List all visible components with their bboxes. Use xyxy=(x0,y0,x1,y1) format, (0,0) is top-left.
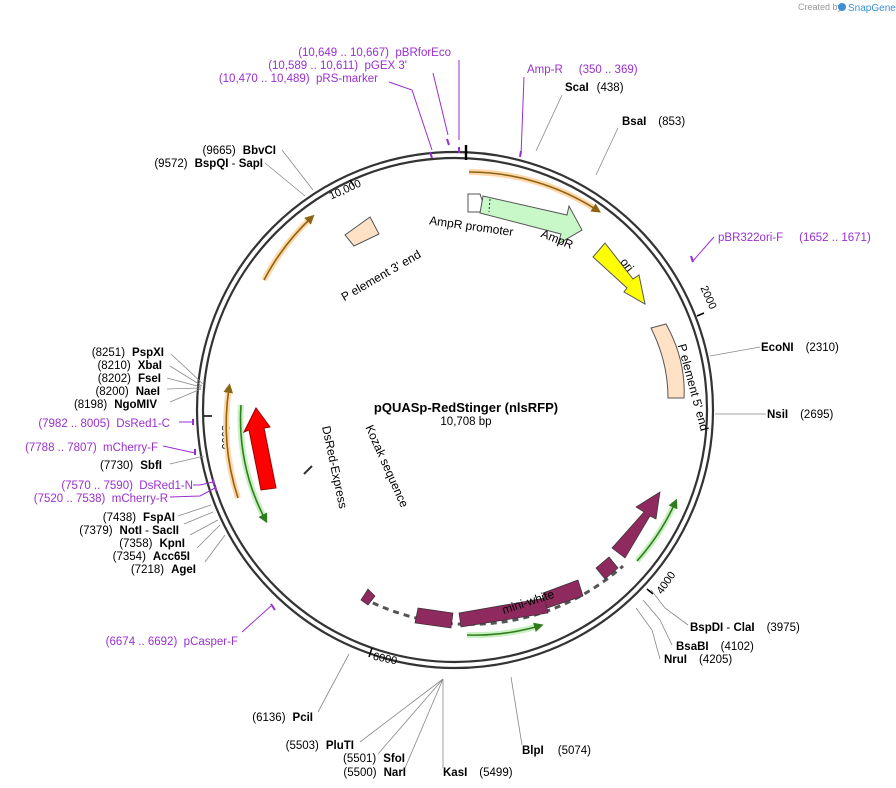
tick-6000: 6000 xyxy=(368,647,398,668)
primer-marks xyxy=(192,138,694,611)
orf-dsred-green-arrow xyxy=(239,404,268,524)
enzyme-bspqi-sapi[interactable]: (9572)BspQI - SapI xyxy=(154,158,263,170)
enzyme-kasi[interactable]: KasI(5499) xyxy=(443,767,513,779)
tick-label-10000: 10,000 xyxy=(327,178,363,203)
enzyme-scai[interactable]: ScaI(438) xyxy=(565,82,624,94)
enzyme-agei[interactable]: (7218)AgeI xyxy=(131,564,196,576)
enzyme-ngomiv[interactable]: (8198)NgoMIV xyxy=(74,399,157,411)
feature-ampr[interactable] xyxy=(479,195,583,246)
enzyme-nrui[interactable]: NruI(4205) xyxy=(664,654,732,666)
orf-white-lower-arrow xyxy=(466,622,544,636)
enzyme-nsii[interactable]: NsiI(2695) xyxy=(767,409,834,421)
enzyme-pcii[interactable]: (6136)PciI xyxy=(252,712,313,724)
feature-ori[interactable] xyxy=(592,242,646,305)
enzyme-blpi[interactable]: BlpI(5074) xyxy=(522,745,591,757)
enzyme-sfoi[interactable]: (5501)SfoI xyxy=(343,753,405,765)
orf-ampr-arrow xyxy=(468,171,602,213)
primer-pbrforeco[interactable]: (10,649 .. 10,667) pBRforEco xyxy=(298,47,451,59)
feature-label-p-element-3: P element 3' end xyxy=(339,247,423,304)
tick-label-4000: 4000 xyxy=(655,570,679,597)
backbone-inner-ring xyxy=(201,156,709,664)
primer-leader-lines xyxy=(162,60,715,633)
credit-brand: SnapGene xyxy=(848,3,896,14)
primer-pcasper-f[interactable]: (6674 .. 6692) pCasper-F xyxy=(106,636,238,648)
feature-dsred-express[interactable] xyxy=(242,407,277,491)
enzyme-econi[interactable]: EcoNI(2310) xyxy=(761,342,839,354)
primer-dsred1-c[interactable]: (7982 .. 8005) DsRed1-C xyxy=(38,418,170,430)
enzyme-bbvci[interactable]: (9665)BbvCI xyxy=(203,145,276,157)
orf-dsred-orange-highlight xyxy=(223,387,241,499)
backbone-outer-ring xyxy=(195,150,715,670)
feature-kozak-sequence xyxy=(303,465,313,475)
tick-4000: 4000 xyxy=(646,570,679,597)
primer-mcherry-f[interactable]: (7788 .. 7807) mCherry-F xyxy=(25,442,158,454)
primer-pbr322ori-f[interactable]: pBR322ori-F (1652 .. 1671) xyxy=(718,232,871,244)
primer-amp-r[interactable]: Amp-R (350 .. 369) xyxy=(527,64,638,76)
orf-dsred-orange-arrow xyxy=(223,383,239,499)
enzyme-pspxi[interactable]: (8251)PspXI xyxy=(92,347,164,359)
enzyme-nari[interactable]: (5500)NarI xyxy=(343,767,406,779)
feature-p-element-3[interactable] xyxy=(344,216,380,247)
orf-p3-highlight xyxy=(261,215,314,282)
feature-mini-white[interactable] xyxy=(360,491,661,629)
primer-prs-marker[interactable]: (10,470 .. 10,489) pRS-marker xyxy=(219,73,378,85)
plasmid-size: 10,708 bp xyxy=(440,416,491,428)
enzyme-pluti[interactable]: (5503)PluTI xyxy=(286,740,354,752)
feature-p-element-5[interactable] xyxy=(650,323,685,399)
feature-label-dsred-express: DsRed-Express xyxy=(319,425,350,510)
tick-10000: 10,000 xyxy=(327,178,363,203)
orf-p3-arrow xyxy=(263,214,315,281)
orf-white-upper-arrow xyxy=(636,498,678,562)
enzyme-bspdi-clai[interactable]: BspDI - ClaI(3975) xyxy=(690,622,800,634)
tick-label-2000: 2000 xyxy=(698,284,719,311)
tick-label-6000: 6000 xyxy=(372,651,398,668)
enzyme-kpni[interactable]: (7358)KpnI xyxy=(119,538,185,550)
enzyme-noti-sacii[interactable]: (7379)NotI - SacII xyxy=(79,525,179,537)
enzyme-fsei[interactable]: (8202)FseI xyxy=(98,373,161,385)
primer-dsred1-n[interactable]: (7570 .. 7590) DsRed1-N xyxy=(61,480,193,492)
enzyme-acc65i[interactable]: (7354)Acc65I xyxy=(113,551,190,563)
enzyme-leader-lines xyxy=(166,94,766,769)
plasmid-name: pQUASp-RedStinger (nlsRFP) xyxy=(374,400,558,415)
snapgene-logo-icon xyxy=(838,3,846,11)
enzyme-bsabi[interactable]: BsaBI(4102) xyxy=(676,641,754,653)
credit-prefix: Created by xyxy=(798,2,843,12)
feature-label-kozak: Kozak sequence xyxy=(362,423,411,510)
enzyme-bsai[interactable]: BsaI(853) xyxy=(622,116,685,128)
enzyme-naei[interactable]: (8200)NaeI xyxy=(95,386,160,398)
primer-pgex3[interactable]: (10,589 .. 10,611) pGEX 3' xyxy=(268,60,407,72)
tick-2000: 2000 xyxy=(696,284,719,317)
enzyme-xbai[interactable]: (8210)XbaI xyxy=(97,360,162,372)
enzyme-fspai[interactable]: (7438)FspAI xyxy=(103,512,175,524)
primer-mcherry-r[interactable]: (7520 .. 7538) mCherry-R xyxy=(34,493,168,505)
enzyme-sbfi[interactable]: (7730)SbfI xyxy=(100,460,162,472)
